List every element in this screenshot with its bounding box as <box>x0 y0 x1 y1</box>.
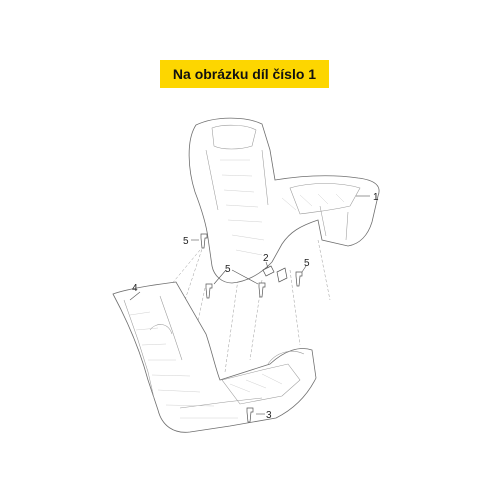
callout-1: 1 <box>373 192 379 203</box>
callout-2: 2 <box>263 253 269 264</box>
part-number-banner: Na obrázku díl číslo 1 <box>160 60 329 88</box>
callout-5-center: 5 <box>225 264 231 275</box>
part-1-handlebar-cover <box>188 117 380 284</box>
callout-5-left: 5 <box>183 236 189 247</box>
callout-leaders <box>129 195 370 415</box>
callout-5-right: 5 <box>304 258 310 269</box>
callout-3: 3 <box>266 410 272 421</box>
callout-4: 4 <box>132 283 138 294</box>
part-2-clip <box>262 261 288 283</box>
screw-fasteners <box>200 233 303 423</box>
part-4-leg-shield <box>112 281 317 433</box>
